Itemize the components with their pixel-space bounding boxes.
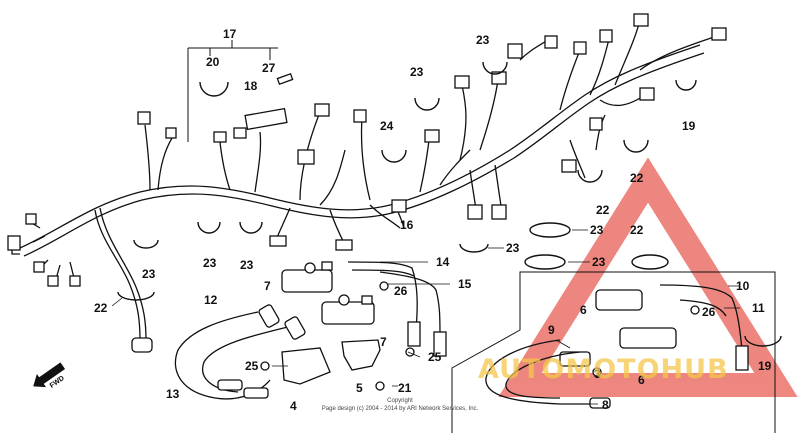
- callout-23-b: 23: [240, 258, 254, 272]
- callout-7-lower: 7: [380, 335, 387, 349]
- callout-23-upper: 23: [410, 65, 424, 79]
- group-outlines: [187, 40, 776, 433]
- callout-14: 14: [436, 255, 450, 269]
- callout-15: 15: [458, 277, 472, 291]
- callout-13: 13: [166, 387, 180, 401]
- callout-23-e: 23: [592, 255, 606, 269]
- clamp-23-upper: [414, 97, 440, 111]
- callout-4: 4: [290, 399, 297, 413]
- callout-6-bottom: 6: [638, 373, 645, 387]
- clamp-22-right: [623, 139, 649, 153]
- callout-26-right: 26: [702, 305, 716, 319]
- clamp-24: [381, 149, 407, 163]
- clamp-22-mid: [577, 169, 603, 183]
- callout-23-d: 23: [590, 223, 604, 237]
- callout-10: 10: [736, 279, 750, 293]
- callout-19-top: 19: [682, 119, 696, 133]
- callout-23-top: 23: [476, 33, 490, 47]
- callout-8: 8: [602, 398, 609, 412]
- callout-17: 17: [223, 27, 237, 41]
- callout-23-left: 23: [142, 267, 156, 281]
- copyright-line: Page design (c) 2004 - 2014 by ARI Netwo…: [322, 406, 479, 412]
- callout-12: 12: [204, 293, 218, 307]
- band-23-d: [529, 222, 571, 238]
- callout-20: 20: [206, 55, 220, 69]
- callout-22-band: 22: [630, 223, 644, 237]
- clamp-22-left: [117, 291, 155, 301]
- callout-22-right: 22: [630, 171, 644, 185]
- callout-22-left: 22: [94, 301, 108, 315]
- ignition-parts: [244, 72, 700, 391]
- callout-5: 5: [356, 381, 363, 395]
- callout-24: 24: [380, 119, 394, 133]
- clamp-20: [199, 81, 229, 97]
- copyright-title: Copyright: [387, 398, 413, 404]
- callout-23-a: 23: [203, 256, 217, 270]
- copyright-block: Copyright Page design (c) 2004 - 2014 by…: [322, 398, 479, 412]
- callout-25-right: 25: [428, 350, 442, 364]
- callout-27: 27: [262, 61, 276, 75]
- clamp-23-a: [197, 221, 221, 234]
- callout-26-left: 26: [394, 284, 408, 298]
- watermark-text: AUTOMOTOHUB: [478, 354, 729, 385]
- band-23-e: [524, 254, 566, 270]
- callout-22-mid: 22: [596, 203, 610, 217]
- clamp-23-left: [133, 239, 159, 249]
- callout-18: 18: [244, 79, 258, 93]
- clamp-19-top: [675, 79, 697, 91]
- callout-11: 11: [752, 301, 765, 315]
- plug-leads: [174, 261, 749, 409]
- callout-6-left: 6: [580, 303, 587, 317]
- callout-labels: 17 20 27 18 23 23 24 19 22 22 22 23 23 2…: [94, 27, 772, 413]
- main-harness: [7, 13, 727, 353]
- clamp-23-b: [239, 221, 263, 234]
- band-22: [631, 254, 669, 270]
- leader-lines: [111, 229, 740, 405]
- callout-9: 9: [548, 323, 555, 337]
- callout-7-upper: 7: [264, 279, 271, 293]
- clamp-23-c: [459, 243, 489, 253]
- forward-arrow: FWD: [33, 362, 66, 390]
- callout-19-bottom: 19: [758, 359, 772, 373]
- callout-16: 16: [400, 218, 414, 232]
- clamp-19-bottom: [744, 335, 782, 347]
- callout-23-c: 23: [506, 241, 520, 255]
- callout-25-left: 25: [245, 359, 259, 373]
- clamp-23-top: [482, 61, 508, 75]
- callout-3: 3: [594, 367, 601, 381]
- clamps: [117, 61, 782, 347]
- callout-21: 21: [398, 381, 412, 395]
